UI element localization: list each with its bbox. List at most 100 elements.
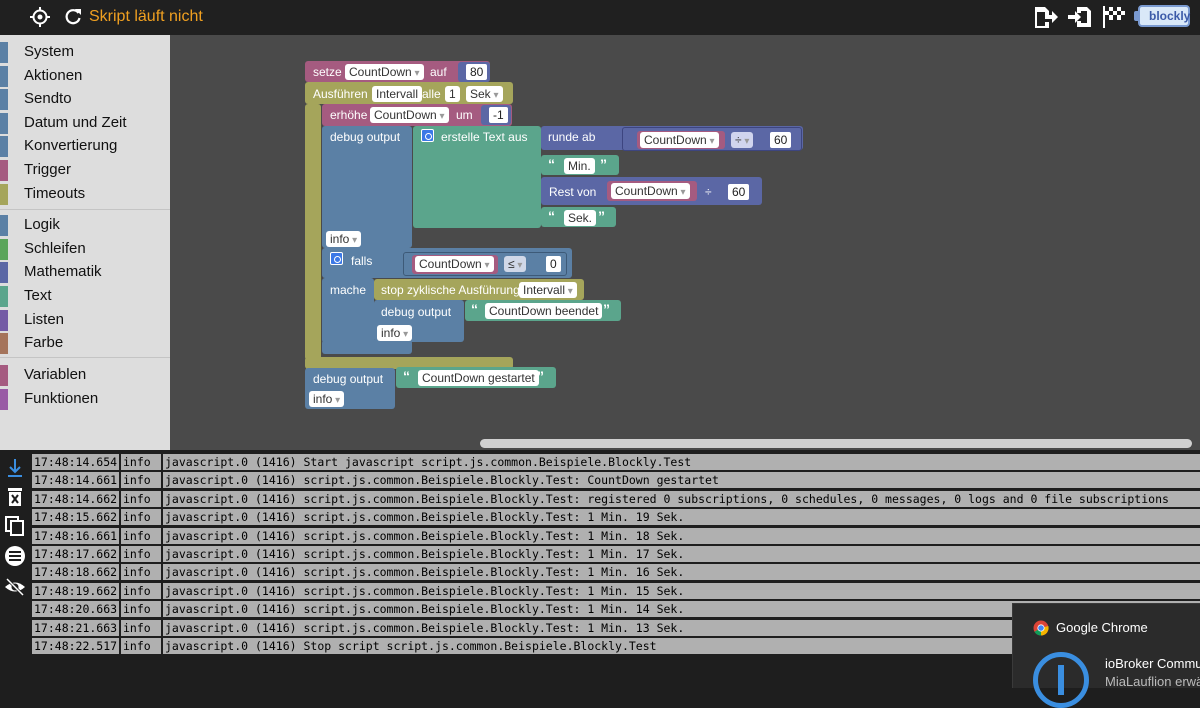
operator-dropdown[interactable]: ÷: [731, 132, 754, 148]
wrap-lines-icon[interactable]: [4, 545, 26, 567]
variable-dropdown[interactable]: CountDown: [345, 64, 424, 80]
log-message: javascript.0 (1416) script.js.common.Bei…: [163, 601, 1200, 618]
log-level-dropdown[interactable]: info: [377, 325, 413, 341]
block-text-div: ÷: [705, 185, 712, 199]
if-block-arm: [322, 278, 374, 343]
log-level-dropdown[interactable]: info: [326, 231, 362, 247]
category-color-swatch: [0, 113, 8, 134]
toolbox-category-schleifen[interactable]: Schleifen: [0, 238, 170, 260]
category-label: Sendto: [24, 90, 72, 107]
interval-name-field[interactable]: Intervall: [372, 86, 423, 102]
log-level: info: [121, 582, 161, 599]
copy-icon[interactable]: [4, 515, 26, 537]
toolbox-category-mathematik[interactable]: Mathematik: [0, 261, 170, 283]
block-text-ausfuehren: Ausführen: [313, 87, 368, 101]
open-quote-icon: “: [548, 208, 555, 224]
category-color-swatch: [0, 389, 8, 410]
log-time: 17:48:17.662: [32, 545, 119, 562]
text-field[interactable]: Sek.: [564, 210, 597, 226]
toolbox-category-trigger[interactable]: Trigger: [0, 159, 170, 181]
category-color-swatch: [0, 66, 8, 87]
scroll-down-icon[interactable]: [4, 457, 26, 479]
text-join-block[interactable]: [413, 126, 541, 228]
category-color-swatch: [0, 262, 8, 283]
log-level: info: [121, 527, 161, 544]
close-quote-icon: ”: [600, 156, 607, 172]
toolbox-category-sendto[interactable]: Sendto: [0, 88, 170, 110]
text-field[interactable]: CountDown gestartet: [418, 370, 539, 386]
category-color-swatch: [0, 286, 8, 307]
debug-output-block[interactable]: [322, 126, 412, 248]
blockly-badge[interactable]: blockly: [1134, 5, 1190, 27]
category-label: Logik: [24, 216, 60, 233]
log-time: 17:48:14.654: [32, 454, 119, 470]
category-color-swatch: [0, 310, 8, 331]
open-quote-icon: “: [548, 156, 555, 172]
log-time: 17:48:21.663: [32, 619, 119, 636]
number-field[interactable]: 60: [728, 184, 750, 200]
chrome-notification[interactable]: Google Chrome ioBroker Commu MiaLauflion…: [1012, 603, 1200, 708]
operator-dropdown[interactable]: ≤: [504, 256, 527, 272]
text-field[interactable]: Min.: [564, 158, 595, 174]
clear-log-icon[interactable]: [4, 486, 26, 508]
number-field[interactable]: 80: [466, 64, 488, 80]
number-field[interactable]: 0: [546, 256, 561, 272]
block-text-auf: auf: [430, 65, 447, 79]
log-time: 17:48:19.662: [32, 582, 119, 599]
log-level: info: [121, 490, 161, 507]
category-label: Listen: [24, 311, 65, 328]
variable-dropdown[interactable]: CountDown: [640, 132, 719, 148]
toolbox-category-aktionen[interactable]: Aktionen: [0, 65, 170, 87]
block-text-falls: falls: [351, 254, 373, 268]
toolbox-category-text[interactable]: Text: [0, 285, 170, 307]
category-label: Farbe: [24, 334, 64, 351]
log-time: 17:48:20.663: [32, 601, 119, 618]
interval-name-dropdown[interactable]: Intervall: [519, 282, 577, 298]
variable-dropdown[interactable]: CountDown: [370, 107, 449, 123]
toolbox-category-funktionen[interactable]: Funktionen: [0, 388, 170, 410]
category-label: Datum und Zeit: [24, 114, 127, 131]
number-field[interactable]: 60: [770, 132, 792, 148]
block-text-erhoehe: erhöhe: [330, 108, 368, 122]
target-icon[interactable]: [30, 7, 50, 27]
block-text-runde-ab: runde ab: [548, 130, 596, 144]
log-message: javascript.0 (1416) Start javascript scr…: [163, 454, 1200, 470]
interval-unit-dropdown[interactable]: Sek: [466, 86, 503, 102]
if-block-foot: [322, 340, 412, 354]
gear-icon[interactable]: [330, 252, 343, 265]
toolbox-category-konvertierung[interactable]: Konvertierung: [0, 135, 170, 157]
category-label: System: [24, 43, 75, 60]
toolbox-separator: [0, 209, 170, 210]
gear-icon[interactable]: [421, 129, 434, 142]
import-icon[interactable]: [1067, 5, 1093, 29]
export-icon[interactable]: [1033, 5, 1059, 29]
category-label: Aktionen: [24, 67, 83, 84]
hide-icon[interactable]: [4, 576, 26, 598]
number-field[interactable]: -1: [489, 107, 508, 123]
text-field[interactable]: CountDown beendet: [485, 303, 603, 319]
toolbox-category-timeouts[interactable]: Timeouts: [0, 183, 170, 205]
toolbox-category-logik[interactable]: Logik: [0, 214, 170, 236]
log-table: 17:48:14.654 info javascript.0 (1416) Star…: [32, 453, 1200, 655]
toolbox-category-variablen[interactable]: Variablen: [0, 364, 170, 386]
toolbox-category-listen[interactable]: Listen: [0, 309, 170, 331]
variable-dropdown[interactable]: CountDown: [415, 256, 494, 272]
toolbox-category-system[interactable]: System: [0, 41, 170, 63]
log-message: javascript.0 (1416) script.js.common.Bei…: [163, 490, 1200, 507]
toolbox-category-datum-und-zeit[interactable]: Datum und Zeit: [0, 112, 170, 134]
reload-icon[interactable]: [64, 8, 82, 26]
open-quote-icon: “: [471, 301, 478, 317]
chrome-icon: [1033, 620, 1049, 636]
category-color-swatch: [0, 89, 8, 110]
checkered-flag-icon[interactable]: [1101, 5, 1127, 29]
workspace-horizontal-scrollbar[interactable]: [480, 439, 1192, 448]
variable-dropdown[interactable]: CountDown: [611, 183, 690, 199]
interval-value-field[interactable]: 1: [445, 86, 460, 102]
log-level-dropdown[interactable]: info: [309, 391, 345, 407]
toolbox-category-farbe[interactable]: Farbe: [0, 332, 170, 354]
